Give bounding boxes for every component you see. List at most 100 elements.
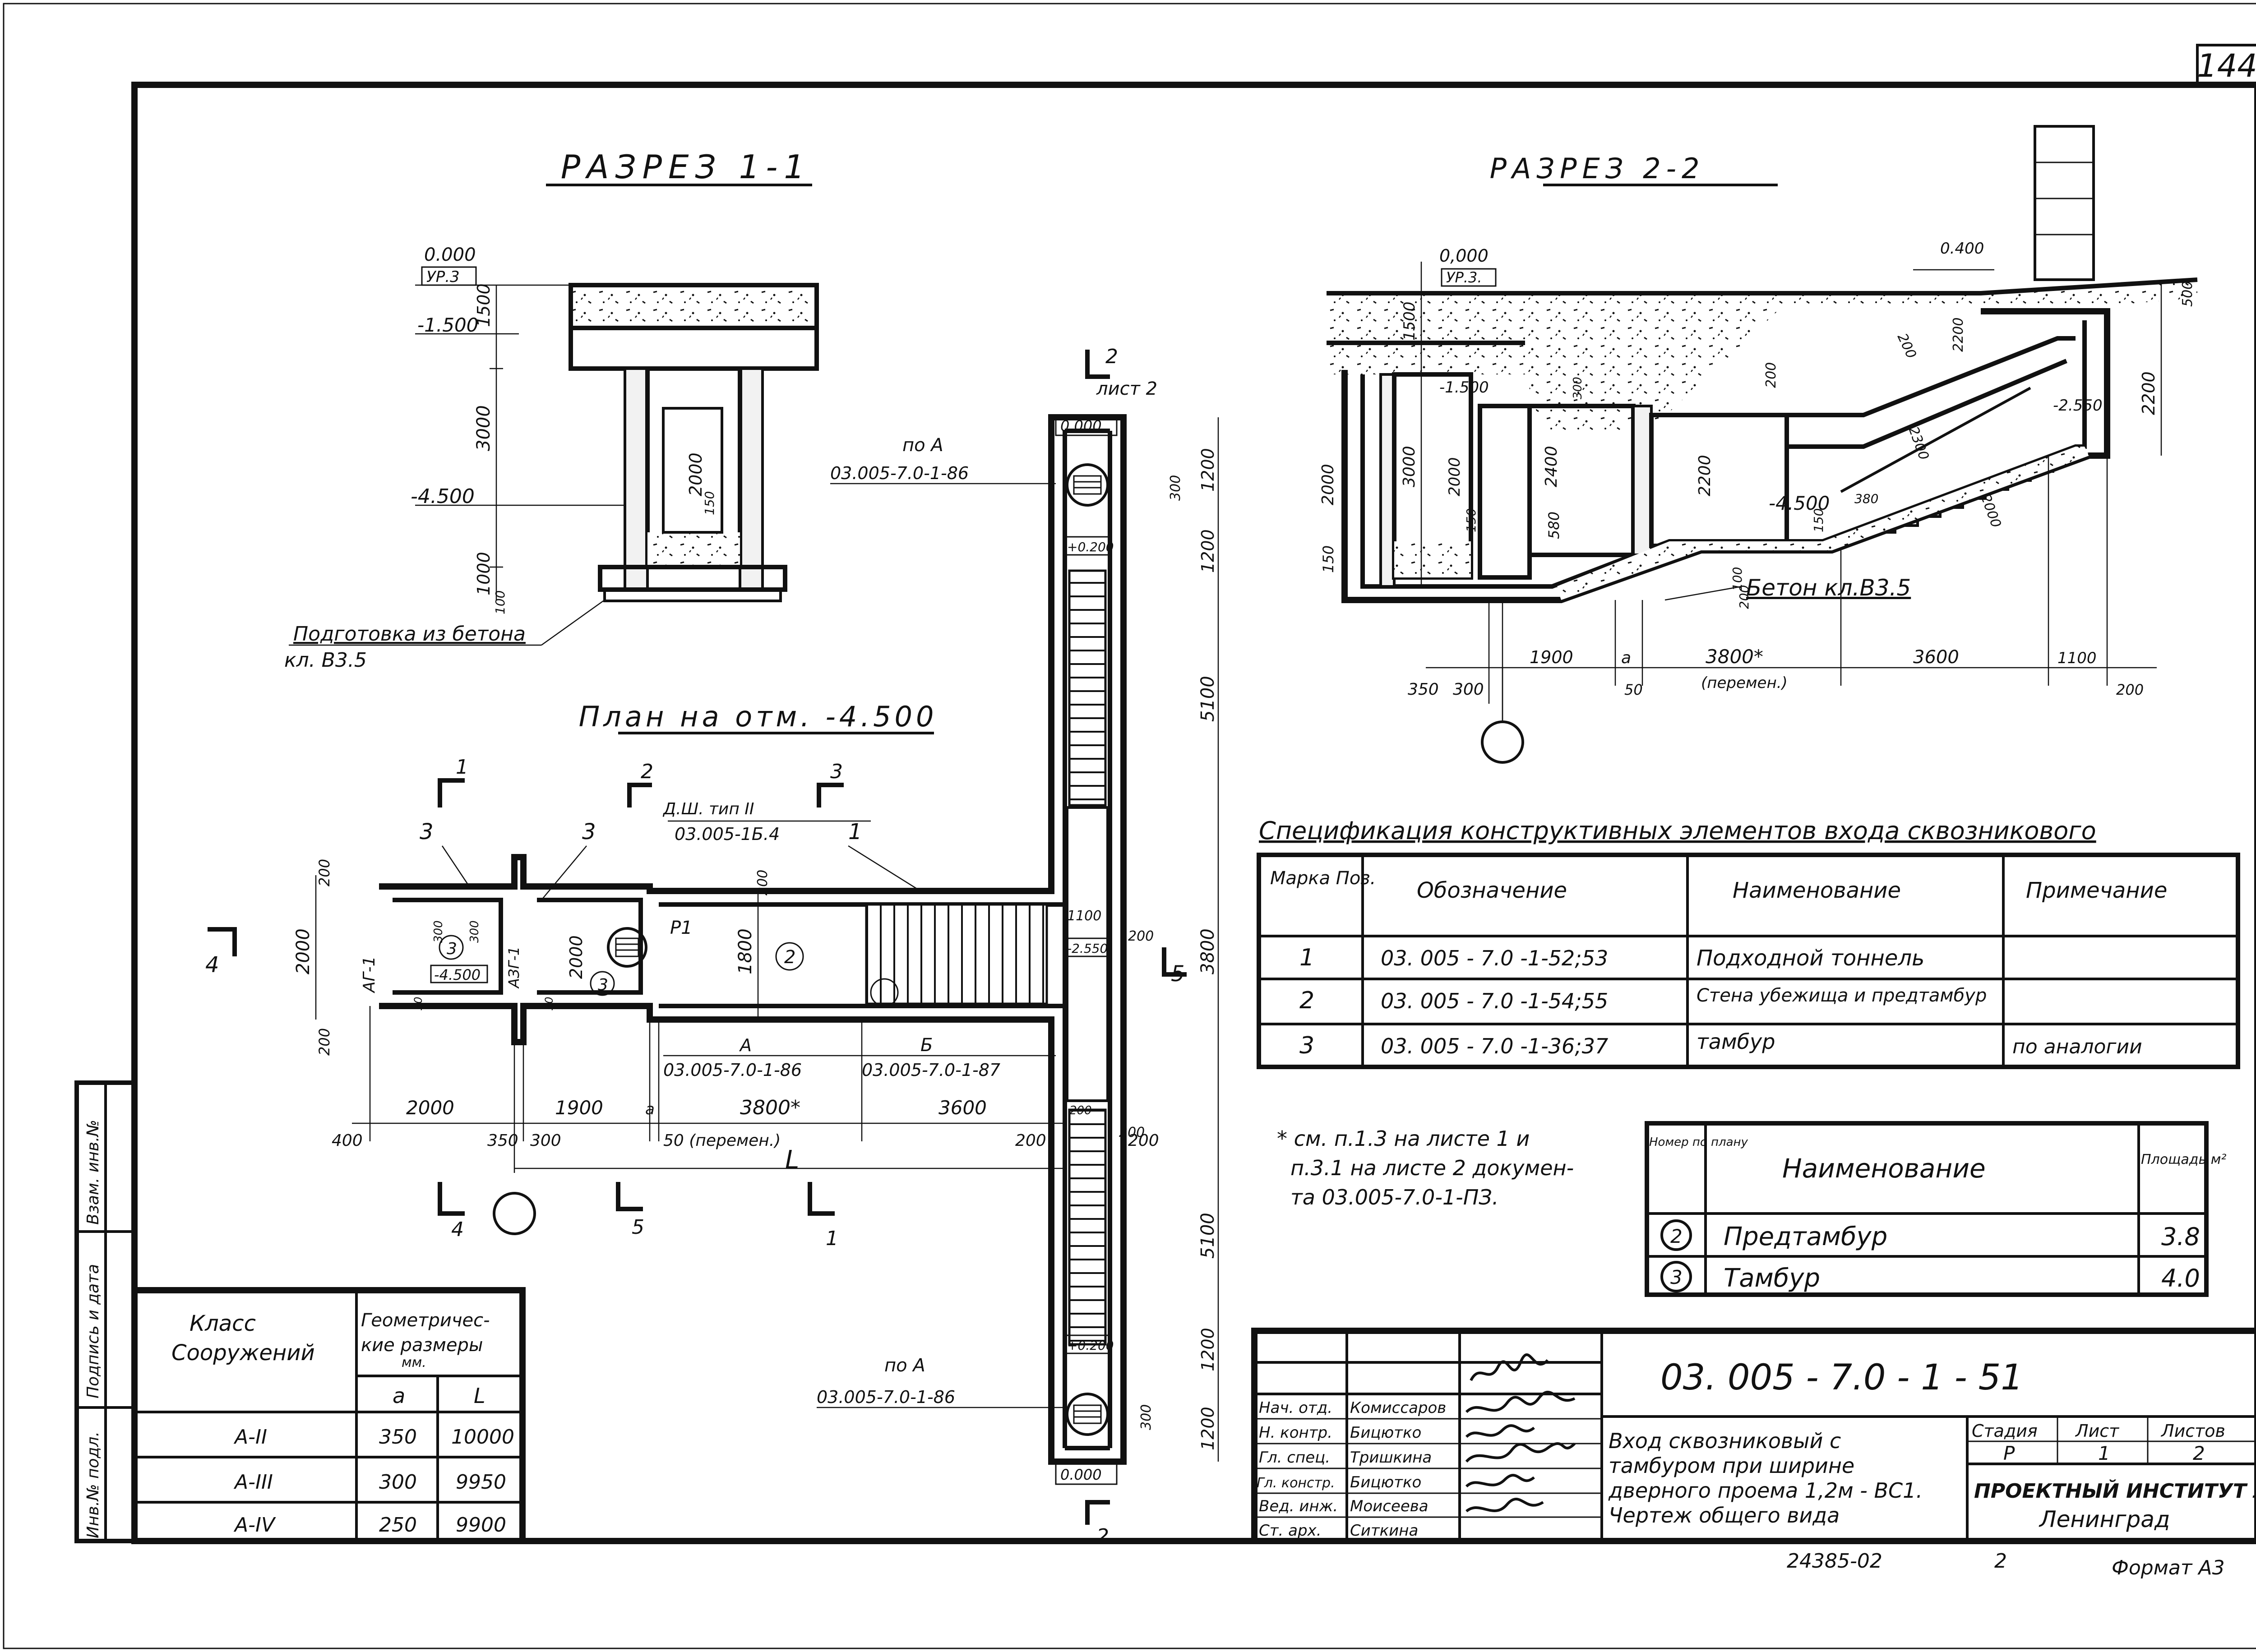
plan-elev-v-2: -2.550 [1067, 941, 1108, 956]
tb-p4-role: Вед. инж. [1259, 1497, 1338, 1515]
side-stamp-0: Инв.№ подл. [84, 1431, 102, 1538]
s22-dim-19: 500 [2180, 281, 2196, 307]
classes-r1-l: 9950 [456, 1471, 506, 1494]
plan-dimh-11: L [785, 1145, 799, 1175]
plan-door-ref: 03.005-1Б.4 [675, 824, 780, 844]
s11-dim-100: 100 [493, 591, 508, 614]
plan-ref-a1: 03.005-7.0-1-86 [830, 463, 969, 483]
s22-bdim-7: 50 [1624, 681, 1643, 698]
tb-desc-3: Чертеж общего вида [1609, 1503, 1840, 1527]
s11-dim-1500: 1500 [474, 283, 494, 327]
plan-dimh-4: 400 [332, 1131, 363, 1150]
tb-stage-h: Стадия [1972, 1421, 2038, 1441]
tb-desc-1: тамбуром при ширине [1609, 1454, 1854, 1478]
s11-elev-top: 0.000 [424, 245, 476, 265]
s22-dim-6: 2400 [1542, 446, 1561, 487]
plan-dimv-16: 1200 [1198, 1407, 1218, 1450]
archive-no: 24385-02 [1787, 1550, 1882, 1573]
plan-dimv-9: 50 [543, 997, 555, 1011]
spec-r1-code: 03. 005 - 7.0 -1-54;55 [1381, 989, 1608, 1013]
spec-title: Спецификация конструктивных элементов вх… [1259, 817, 2096, 845]
tb-org-0: ПРОЕКТНЫЙ ИНСТИТУТ №1 [1974, 1479, 2256, 1503]
s11-dim-1000: 1000 [474, 552, 494, 595]
plan-ag1: АГ-1 [360, 956, 379, 993]
plan-dimv-20: 200 [1128, 928, 1154, 944]
plan-label-7: 5 [1171, 961, 1185, 987]
plan-pos-0: 1 [848, 819, 862, 844]
rooms-table: Номер по плану Наименование Площадь м² 2… [1645, 1121, 2226, 1297]
classes-h2-c: мм. [402, 1355, 426, 1371]
plan-dimv-2: 200 [316, 1028, 333, 1056]
classes-r0-a: 350 [379, 1426, 417, 1449]
plan-dimv-0: 200 [316, 859, 333, 886]
plan-ref-a2: 03.005-7.0-1-86 [817, 1387, 955, 1407]
s22-dim-9: 150 [1811, 508, 1826, 532]
sheet-frame [3, 3, 2256, 1649]
footnote: * см. п.1.3 на листе 1 и п.3.1 на листе … [1277, 1126, 1574, 1209]
plan-el: -4.500 [434, 966, 481, 983]
classes-r1-cls: А-III [233, 1471, 273, 1494]
s11-door-h: 2000 [686, 452, 706, 496]
spec-r2-note: по аналогии [2012, 1035, 2142, 1058]
s22-dim-3: 150 [1320, 545, 1337, 573]
s22-dim-20: 2200 [2139, 371, 2159, 415]
s22-dim-11: 300 [1571, 377, 1585, 399]
spec-r0-code: 03. 005 - 7.0 -1-52;53 [1381, 946, 1608, 970]
plan-dimh-9: 200 [1015, 1131, 1046, 1150]
plan-label-8: 2 [1105, 345, 1118, 368]
s11-elev-mid: -1.500 [417, 314, 478, 336]
classes-r2-cls: А-IV [233, 1514, 276, 1537]
s22-concrete: Бетон кл.В3.5 [1746, 575, 1911, 601]
s22-elev-s: -2.550 [2053, 397, 2103, 415]
spec-r0-pos: 1 [1299, 944, 1314, 971]
plan-label-9: 2 [1096, 1525, 1109, 1548]
s22-dim-13: 2200 [1951, 318, 1966, 352]
plan-room-b: Б [920, 1035, 933, 1056]
plan-dimv-15: 1200 [1198, 1328, 1218, 1371]
s22-dim-12: 200 [1763, 362, 1779, 388]
tb-code: 03. 005 - 7.0 - 1 - 51 [1660, 1357, 2023, 1398]
plan-dimh-2: 3800* [740, 1096, 800, 1119]
plan-label-3: 4 [451, 1218, 464, 1241]
plan-elev-v-4: 0.000 [1060, 1466, 1102, 1483]
tb-p2-role: Гл. спец. [1259, 1449, 1330, 1467]
specification-table: Спецификация конструктивных элементов вх… [1257, 817, 2240, 1069]
plan-sheet-ref: лист 2 [1096, 378, 1157, 399]
signature-mark [1465, 1442, 1576, 1463]
rooms-r1-area: 4.0 [2161, 1264, 2200, 1292]
s22-dim-16: 200 [1894, 331, 1919, 361]
spec-h-2: Наименование [1733, 878, 1901, 903]
rooms-h-2: Площадь м² [2141, 1152, 2226, 1167]
s22-bdim-1: 300 [1453, 680, 1484, 699]
s22-bdim-4: 3800* [1706, 646, 1763, 668]
plan-label-0: 1 [456, 756, 468, 779]
spec-h-1: Обозначение [1417, 878, 1567, 903]
plan-dimv-18: 300 [1138, 1404, 1154, 1430]
footnote-0: * см. п.1.3 на листе 1 и [1277, 1126, 1530, 1151]
plan-dimh-1: 1900 [555, 1097, 603, 1119]
signature-mark [1465, 1391, 1576, 1413]
spec-r2-code: 03. 005 - 7.0 -1-36;37 [1381, 1034, 1608, 1058]
s22-elev-top: 0,000 [1439, 246, 1489, 266]
tb-p2-name: Тришкина [1350, 1449, 1432, 1467]
s22-dim-4: 2000 [1446, 457, 1464, 496]
s11-note-2: кл. В3.5 [284, 649, 367, 672]
plan-dimv-4: 200 [755, 870, 771, 895]
sheet-number: 144 [2197, 47, 2256, 84]
plan-dimv-6: 300 [468, 920, 481, 943]
signature-mark [1465, 1474, 1535, 1488]
plan-dimh-7: а [645, 1100, 655, 1118]
archive-sheet: 2 [1994, 1550, 2007, 1573]
classes-r0-cls: А-II [233, 1426, 267, 1449]
s22-dim-10: 380 [1854, 491, 1878, 506]
rooms-r0-num: 2 [1670, 1225, 1683, 1247]
plan-ref-a2-label: по А [884, 1355, 925, 1376]
rooms-r0-area: 3.8 [2161, 1223, 2200, 1251]
plan-elev-v-1: +0.200 [1067, 540, 1114, 554]
classes-r1-a: 300 [379, 1471, 417, 1494]
plan-dimv-11: 1200 [1198, 529, 1218, 573]
plan-dimv-22: 200 [1119, 1125, 1145, 1140]
spec-r0-name: Подходной тоннель [1697, 946, 1924, 971]
plan-pos-2: 3 [598, 976, 608, 994]
classes-r0-l: 10000 [451, 1426, 514, 1449]
